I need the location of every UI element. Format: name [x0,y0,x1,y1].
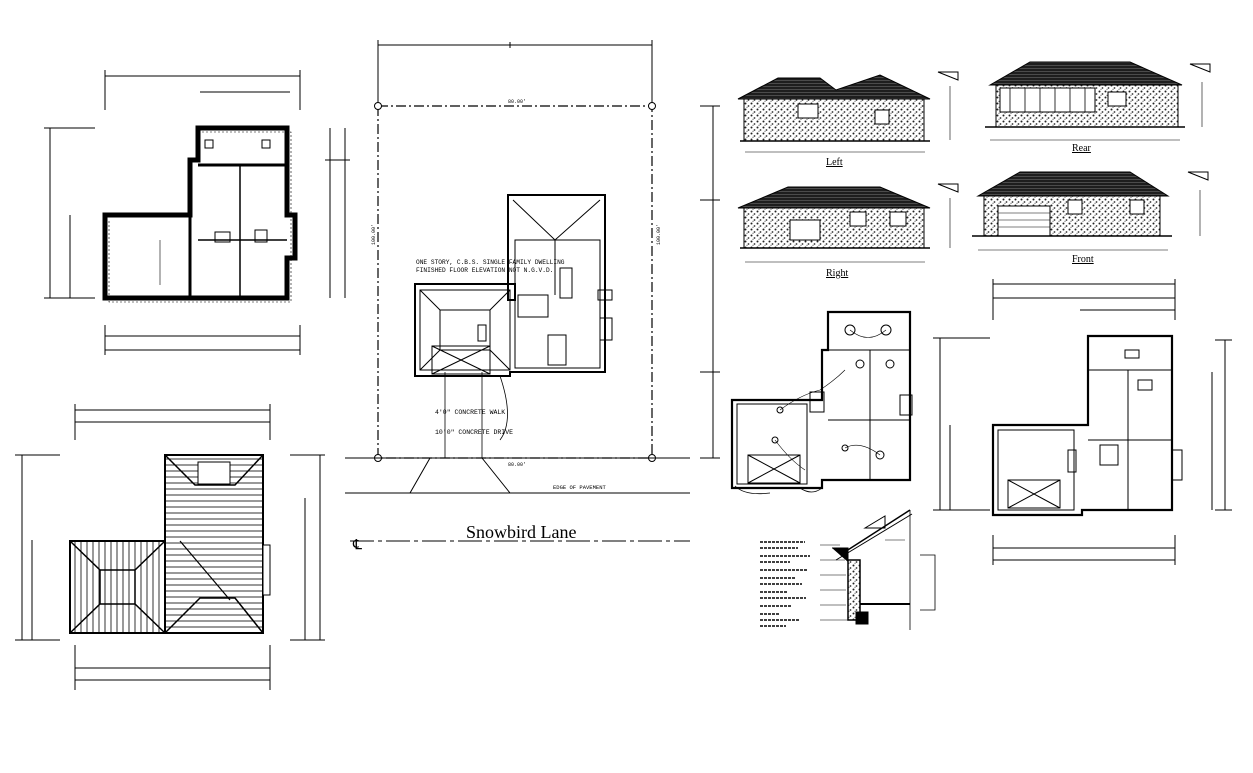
floor-plan [933,279,1232,565]
dim-top-label: 80.00' [508,99,526,105]
roof-framing-plan [15,404,325,690]
front-elevation [972,171,1209,251]
right-elevation-label: Right [826,268,848,279]
left-elevation-label: Left [826,157,843,168]
dim-right-label: 100.00' [656,224,662,245]
left-elevation [737,71,959,153]
electrical-plan [730,310,913,495]
wall-section-detail [760,509,936,630]
dim-left-label: 100.00' [371,224,377,245]
walk-label: 4'0" CONCRETE WALK [435,409,505,416]
foundation-plan [44,70,350,355]
site-note-line-2: FINISHED FLOOR ELEVATION NOT N.G.V.D. [416,267,553,274]
street-name: Snowbird Lane [466,522,576,542]
right-elevation [737,183,959,263]
site-plan [345,40,720,542]
dim-bottom-label: 80.00' [508,462,526,468]
drive-label: 10'0" CONCRETE DRIVE [435,429,513,436]
centerline-symbol: ℄ [352,538,362,553]
rear-elevation [985,61,1211,141]
site-note-line-1: ONE STORY, C.B.S. SINGLE FAMILY DWELLING [416,259,565,266]
front-elevation-label: Front [1072,254,1094,265]
rear-elevation-label: Rear [1072,143,1092,154]
pavement-label: EDGE OF PAVEMENT [553,484,607,491]
